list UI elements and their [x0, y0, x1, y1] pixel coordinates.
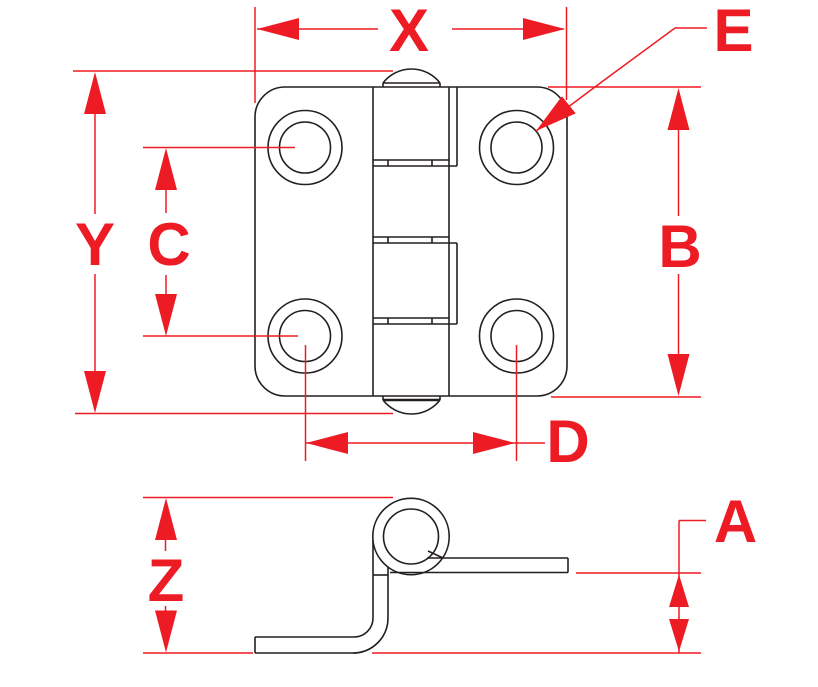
arrow-down	[667, 354, 690, 396]
dimension-label-b: B	[658, 213, 701, 280]
arrow-down	[155, 610, 177, 653]
arrow-up	[669, 574, 689, 607]
dimension-label-e: E	[713, 0, 753, 64]
curl-transition-line	[427, 550, 444, 559]
hinge-plate-outline	[254, 86, 568, 397]
arrow-up	[155, 498, 177, 540]
dimension-label-c: C	[147, 211, 190, 278]
dim-x	[254, 7, 568, 103]
bend-outer-arc	[352, 617, 389, 654]
arrow-right	[473, 432, 515, 454]
dimension-annotations: X E Y C B D Z A	[73, 0, 757, 654]
knuckle-separators	[373, 159, 457, 325]
top-view	[254, 68, 568, 415]
arrow-up	[84, 72, 106, 114]
arrow-down	[84, 371, 106, 413]
bend-inner-arc	[353, 617, 374, 638]
hole-top-right	[478, 109, 555, 186]
dim-y	[73, 70, 393, 415]
dimension-label-d: D	[546, 408, 589, 475]
arrow-left	[306, 432, 348, 454]
dim-d	[304, 345, 545, 461]
dim-a	[576, 519, 706, 653]
dimension-label-x: X	[389, 0, 429, 64]
pin-head-top	[382, 68, 441, 87]
arrow-down	[155, 294, 177, 336]
pin-head-bottom	[382, 396, 441, 415]
dimension-label-y: Y	[75, 211, 115, 278]
dim-e-leader	[535, 27, 707, 132]
dimension-label-a: A	[714, 488, 757, 555]
dimension-label-z: Z	[148, 547, 185, 614]
barrel-outer-circle	[371, 497, 450, 576]
arrow-leader	[536, 96, 576, 131]
arrow-up	[667, 88, 690, 130]
side-view	[254, 497, 569, 654]
arrow-right	[523, 18, 565, 40]
dim-z	[143, 496, 701, 654]
arrow-up	[155, 148, 177, 190]
arrow-down	[669, 619, 689, 652]
barrel-inner-circle	[382, 508, 440, 565]
dim-c	[143, 146, 298, 337]
arrow-left	[257, 18, 299, 40]
dim-b	[548, 86, 701, 398]
